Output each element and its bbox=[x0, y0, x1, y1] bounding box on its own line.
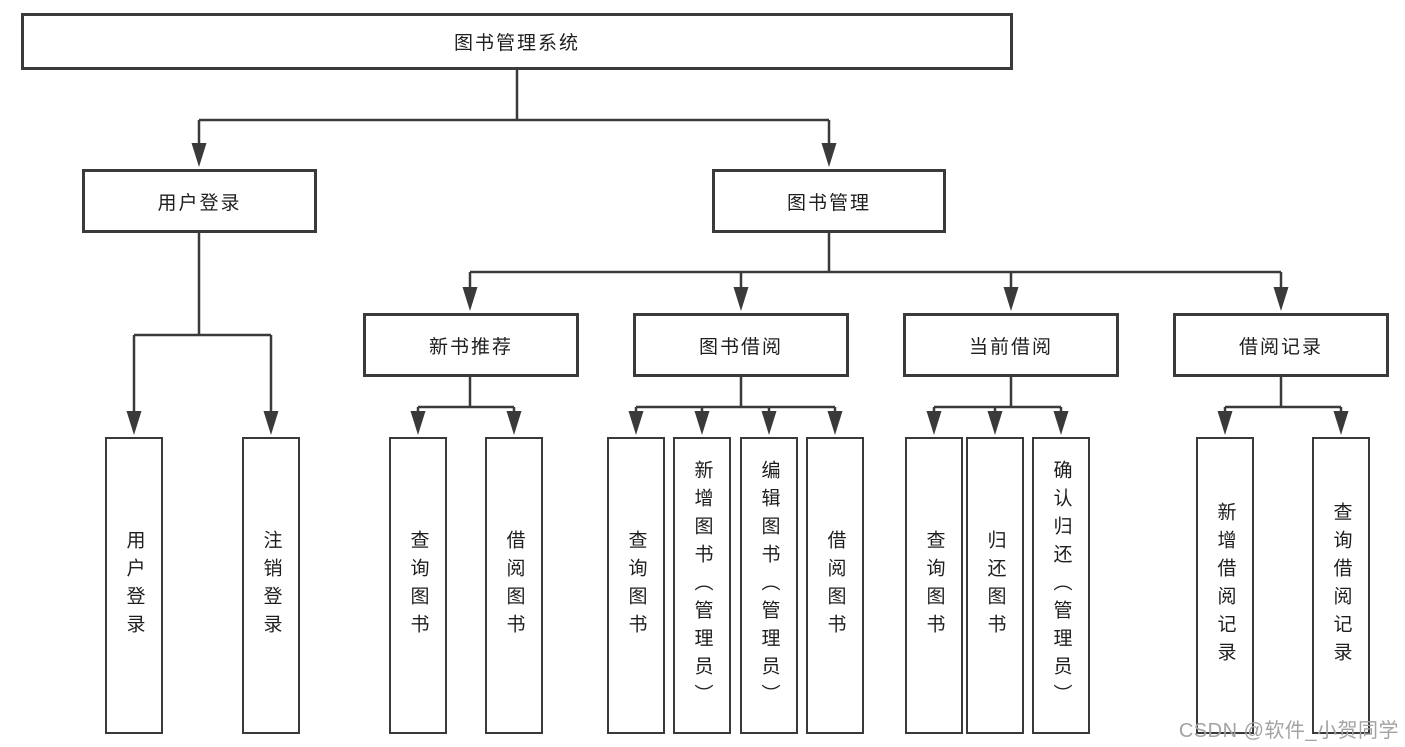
node-borrowing-records-label: 借阅记录 bbox=[1238, 336, 1323, 358]
leaf-current-query-books-label: 查询图书 bbox=[923, 529, 945, 642]
node-current-borrowing: 当前借阅 bbox=[903, 313, 1119, 377]
node-book-management: 图书管理 bbox=[712, 169, 946, 233]
leaf-newbook-query-books: 查询图书 bbox=[389, 437, 447, 734]
leaf-current-return-books: 归还图书 bbox=[966, 437, 1024, 734]
leaf-logout: 注销登录 bbox=[242, 437, 300, 734]
arrow-icon bbox=[821, 143, 837, 167]
leaf-records-add-record: 新增借阅记录 bbox=[1196, 437, 1254, 734]
leaf-borrowing-query-books-label: 查询图书 bbox=[625, 529, 647, 642]
arrow-icon bbox=[263, 411, 279, 435]
leaf-borrowing-edit-books-admin-label: 编辑图书（管理员） bbox=[758, 459, 780, 712]
arrow-icon bbox=[462, 287, 478, 311]
leaf-records-query-record-label: 查询借阅记录 bbox=[1330, 501, 1352, 670]
arrow-icon bbox=[987, 411, 1003, 435]
arrow-icon bbox=[827, 411, 843, 435]
arrow-icon bbox=[1333, 411, 1349, 435]
arrow-icon bbox=[126, 411, 142, 435]
leaf-records-query-record: 查询借阅记录 bbox=[1312, 437, 1370, 734]
leaf-borrowing-borrow-books-label: 借阅图书 bbox=[824, 529, 846, 642]
leaf-borrowing-add-books-admin: 新增图书（管理员） bbox=[673, 437, 731, 734]
leaf-current-confirm-return-admin-label: 确认归还（管理员） bbox=[1050, 459, 1072, 712]
arrow-icon bbox=[694, 411, 710, 435]
node-root-system: 图书管理系统 bbox=[21, 13, 1013, 70]
leaf-borrowing-edit-books-admin: 编辑图书（管理员） bbox=[740, 437, 798, 734]
arrow-icon bbox=[1053, 411, 1069, 435]
node-book-borrowing-label: 图书借阅 bbox=[698, 336, 783, 358]
leaf-current-confirm-return-admin: 确认归还（管理员） bbox=[1032, 437, 1090, 734]
leaf-current-return-books-label: 归还图书 bbox=[984, 529, 1006, 642]
node-new-book-recommend-label: 新书推荐 bbox=[428, 336, 513, 358]
node-new-book-recommend: 新书推荐 bbox=[363, 313, 579, 377]
node-user-login: 用户登录 bbox=[82, 169, 317, 233]
leaf-logout-label: 注销登录 bbox=[260, 529, 282, 642]
leaf-borrowing-borrow-books: 借阅图书 bbox=[806, 437, 864, 734]
arrow-icon bbox=[761, 411, 777, 435]
leaf-newbook-borrow-books: 借阅图书 bbox=[485, 437, 543, 734]
watermark: CSDN @软件_小贺同学 bbox=[1178, 720, 1399, 742]
leaf-newbook-borrow-books-label: 借阅图书 bbox=[503, 529, 525, 642]
leaf-user-login: 用户登录 bbox=[105, 437, 163, 734]
arrow-icon bbox=[628, 411, 644, 435]
arrow-icon bbox=[410, 411, 426, 435]
leaf-records-add-record-label: 新增借阅记录 bbox=[1214, 501, 1236, 670]
leaf-borrowing-add-books-admin-label: 新增图书（管理员） bbox=[691, 459, 713, 712]
node-root-label: 图书管理系统 bbox=[453, 33, 580, 54]
arrow-icon bbox=[1217, 411, 1233, 435]
arrow-icon bbox=[733, 287, 749, 311]
leaf-newbook-query-books-label: 查询图书 bbox=[407, 529, 429, 642]
arrow-icon bbox=[191, 143, 207, 167]
arrow-icon bbox=[926, 411, 942, 435]
node-current-borrowing-label: 当前借阅 bbox=[968, 336, 1053, 358]
arrow-icon bbox=[1273, 287, 1289, 311]
leaf-current-query-books: 查询图书 bbox=[905, 437, 963, 734]
arrow-icon bbox=[506, 411, 522, 435]
leaf-user-login-label: 用户登录 bbox=[123, 529, 145, 642]
node-borrowing-records: 借阅记录 bbox=[1173, 313, 1389, 377]
node-user-login-label: 用户登录 bbox=[157, 192, 242, 214]
leaf-borrowing-query-books: 查询图书 bbox=[607, 437, 665, 734]
node-book-borrowing: 图书借阅 bbox=[633, 313, 849, 377]
node-book-management-label: 图书管理 bbox=[786, 192, 871, 214]
arrow-icon bbox=[1003, 287, 1019, 311]
